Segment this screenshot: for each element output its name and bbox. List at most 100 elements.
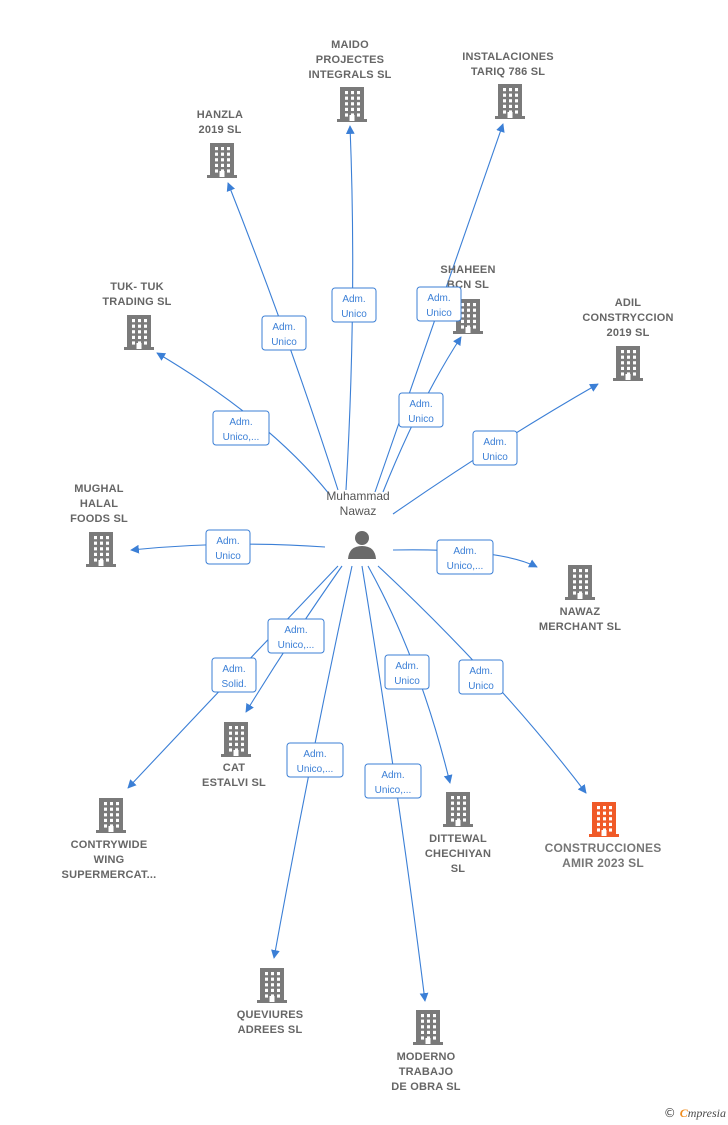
relation-label-line: Unico,... [278, 640, 315, 651]
relation-badge-amir[interactable]: Adm.Unico [458, 659, 504, 695]
company-maido-icon[interactable] [337, 87, 367, 122]
company-tuktuk-label: TUK- TUK TRADING SL [102, 281, 171, 308]
relation-badge-hanzla[interactable]: Adm.Unico [261, 315, 307, 351]
company-mughal-label-line: HALAL [80, 498, 118, 510]
edges-layer [127, 123, 599, 1002]
relation-label-line: Unico [394, 676, 420, 687]
company-dittewal-icon[interactable] [443, 792, 473, 827]
company-hanzla-icon[interactable] [207, 143, 237, 178]
relation-badge-tariq[interactable]: Adm. Unico [416, 286, 462, 322]
relation-label-line: Solid. [221, 679, 246, 690]
company-queviures-label: QUEVIURES ADREES SL [237, 1009, 304, 1036]
person-name-line: Muhammad [326, 489, 389, 503]
company-shaheen-label-line: SHAHEEN [440, 264, 495, 276]
company-mughal-label-line: MUGHAL [74, 483, 124, 495]
company-queviures-label-line: QUEVIURES [237, 1009, 304, 1021]
relation-badge-moderno[interactable]: Adm.Unico,... [364, 763, 422, 799]
relation-badge-dittewal[interactable]: Adm. Unico [384, 654, 430, 690]
company-maido-label-line: PROJECTES [316, 54, 384, 66]
company-maido-label-line: INTEGRALS SL [308, 69, 391, 81]
company-adil-label-line: 2019 SL [607, 327, 650, 339]
company-cat-label-line: ESTALVI SL [202, 777, 266, 789]
relation-label-line: Adm. [453, 546, 476, 557]
relation-label: Adm.Unico,... [447, 546, 484, 572]
relation-badge-nawaz[interactable]: Adm.Unico,... [436, 539, 494, 575]
relation-label-line: Unico [215, 551, 241, 562]
relation-label-line: Adm. [409, 399, 432, 410]
relation-label-line: Adm. [469, 666, 492, 677]
relation-label: Adm.Unico,... [375, 770, 412, 796]
relation-label-line: Adm. [284, 625, 307, 636]
relation-box [436, 539, 494, 575]
relation-box [286, 742, 344, 778]
person-name-line: Nawaz [340, 504, 377, 518]
relation-label: Adm. Unico [426, 293, 452, 319]
company-adil-icon[interactable] [613, 346, 643, 381]
company-queviures-label-line: ADREES SL [238, 1024, 303, 1036]
company-dittewal-label-line: CHECHIYAN [425, 848, 491, 860]
relation-label-line: Unico [341, 309, 367, 320]
company-tariq-label-line: INSTALACIONES [462, 51, 554, 63]
relation-label: Adm.Unico [482, 437, 508, 463]
company-tuktuk-icon[interactable] [124, 315, 154, 350]
company-tuktuk-label-line: TRADING SL [102, 296, 171, 308]
relation-label-line: Unico,... [297, 764, 334, 775]
company-dittewal-label-line: SL [451, 863, 466, 875]
relation-badge-queviures[interactable]: Adm. Unico,... [286, 742, 344, 778]
company-nawaz-label-line: NAWAZ [560, 606, 601, 618]
relation-badge-maido[interactable]: Adm. Unico [331, 287, 377, 323]
relation-label: Adm. Solid. [221, 664, 246, 690]
company-amir-icon[interactable] [589, 802, 619, 837]
company-queviures-icon[interactable] [257, 968, 287, 1003]
company-cat-label-line: CAT [223, 762, 245, 774]
relation-label-line: Adm. [303, 749, 326, 760]
company-mughal-icon[interactable] [86, 532, 116, 567]
relation-label: Adm. Unico [215, 536, 241, 562]
company-tariq-icon[interactable] [495, 84, 525, 119]
relation-label-line: Unico [426, 308, 452, 319]
person-icon[interactable] [348, 531, 376, 559]
relation-label: Adm. Unico [408, 399, 434, 425]
company-moderno-label-line: TRABAJO [399, 1066, 454, 1078]
relation-badge-mughal[interactable]: Adm. Unico [205, 529, 251, 565]
relation-badge-tuktuk[interactable]: Adm.Unico,... [212, 410, 270, 446]
company-maido-label: MAIDO PROJECTES INTEGRALS SL [308, 39, 391, 81]
brand-footer[interactable]: ©Cmpresia [664, 1106, 726, 1121]
relation-label-line: Adm. [216, 536, 239, 547]
company-maido-label-line: MAIDO [331, 39, 369, 51]
company-nawaz-icon[interactable] [565, 565, 595, 600]
relation-label-line: Adm. [427, 293, 450, 304]
relation-label: Adm. Unico,... [278, 625, 315, 651]
company-tuktuk-label-line: TUK- TUK [110, 281, 164, 293]
relation-label: Adm.Unico [271, 322, 297, 348]
relation-label-line: Unico [408, 414, 434, 425]
relation-label-line: Adm. [395, 661, 418, 672]
relation-badge-cat[interactable]: Adm. Unico,... [267, 618, 325, 654]
relation-badge-adil[interactable]: Adm.Unico [472, 430, 518, 466]
relation-label-line: Unico [482, 452, 508, 463]
company-tariq-label-line: TARIQ 786 SL [471, 66, 545, 78]
relation-badge-shaheen[interactable]: Adm. Unico [398, 392, 444, 428]
relation-label-line: Unico,... [375, 785, 412, 796]
copyright-icon: © [663, 1106, 676, 1120]
relation-box [384, 654, 430, 690]
company-moderno-icon[interactable] [413, 1010, 443, 1045]
company-cat-icon[interactable] [221, 722, 251, 757]
relation-label-line: Adm. [222, 664, 245, 675]
relation-label-line: Adm. [342, 294, 365, 305]
brand-logo-text: mpresia [687, 1106, 726, 1120]
company-mughal-label-line: FOODS SL [70, 513, 128, 525]
company-moderno-label-line: MODERNO [397, 1051, 456, 1063]
relation-badge-contrywide[interactable]: Adm. Solid. [211, 657, 257, 693]
relation-box [205, 529, 251, 565]
company-contrywide-icon[interactable] [96, 798, 126, 833]
relation-box [472, 430, 518, 466]
